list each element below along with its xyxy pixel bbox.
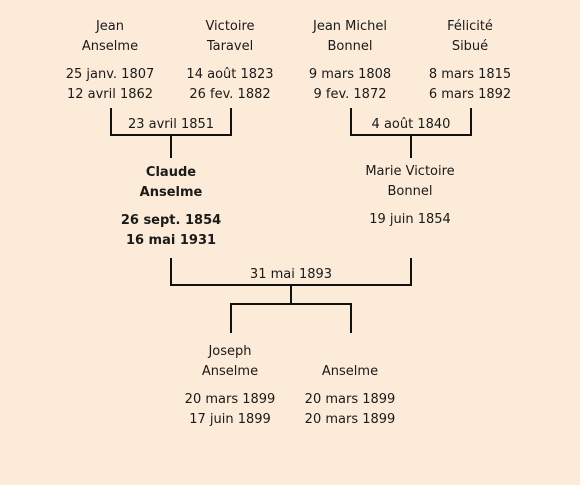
last-name: Bonnel xyxy=(387,184,433,199)
death-date: 6 mars 1892 xyxy=(428,87,512,102)
bracket-left-leg xyxy=(350,108,352,136)
bracket-right-leg xyxy=(410,258,412,286)
first-name: Marie Victoire xyxy=(365,164,455,179)
last-name: Sibué xyxy=(451,39,489,54)
bracket-descent xyxy=(290,286,292,304)
person-jean-michel-bonnel[interactable]: Jean Michel Bonnel 9 mars 1808 9 fev. 18… xyxy=(285,17,415,105)
birth-date: 26 sept. 1854 xyxy=(120,213,222,228)
birth-date: 8 mars 1815 xyxy=(428,67,512,82)
death-date: 17 juin 1899 xyxy=(189,412,271,427)
first-name: Félicité xyxy=(447,19,493,34)
person-felicite-sibue[interactable]: Félicité Sibué 8 mars 1815 6 mars 1892 xyxy=(405,17,535,105)
death-date: 16 mai 1931 xyxy=(125,233,217,248)
birth-date: 20 mars 1899 xyxy=(304,392,396,407)
bracket-bar xyxy=(110,134,232,136)
last-name: Taravel xyxy=(206,39,254,54)
bracket-left-leg xyxy=(170,258,172,286)
marriage-date-anselme-taravel: 23 avril 1851 xyxy=(127,117,215,132)
person-victoire-taravel[interactable]: Victoire Taravel 14 août 1823 26 fev. 18… xyxy=(165,17,295,105)
last-name: Anselme xyxy=(321,364,379,379)
child-drop-right xyxy=(350,303,352,333)
last-name: Anselme xyxy=(139,185,203,200)
birth-date: 19 juin 1854 xyxy=(369,212,451,227)
first-name: Joseph xyxy=(208,344,252,359)
birth-date: 9 mars 1808 xyxy=(308,67,392,82)
death-date: 12 avril 1862 xyxy=(66,87,154,102)
death-date: 20 mars 1899 xyxy=(304,412,396,427)
birth-date: 25 janv. 1807 xyxy=(65,67,155,82)
bracket-left-leg xyxy=(110,108,112,136)
bracket-right-leg xyxy=(470,108,472,136)
person-claude-anselme[interactable]: Claude Anselme 26 sept. 1854 16 mai 1931 xyxy=(106,163,236,251)
marriage-date-claude-marie: 31 mai 1893 xyxy=(249,267,333,282)
children-bar xyxy=(230,303,352,305)
person-anselme-child[interactable]: Anselme 20 mars 1899 20 mars 1899 xyxy=(285,362,415,430)
person-jean-anselme[interactable]: Jean Anselme 25 janv. 1807 12 avril 1862 xyxy=(45,17,175,105)
first-name: Claude xyxy=(145,165,197,180)
last-name: Anselme xyxy=(81,39,139,54)
bracket-bar xyxy=(170,284,412,286)
child-drop-left xyxy=(230,303,232,333)
death-date: 9 fev. 1872 xyxy=(313,87,387,102)
last-name: Bonnel xyxy=(327,39,373,54)
person-joseph-anselme[interactable]: Joseph Anselme 20 mars 1899 17 juin 1899 xyxy=(165,342,295,430)
birth-date: 14 août 1823 xyxy=(186,67,274,82)
person-marie-victoire-bonnel[interactable]: Marie Victoire Bonnel 19 juin 1854 xyxy=(345,162,475,230)
first-name: Victoire xyxy=(205,19,255,34)
bracket-bar xyxy=(350,134,472,136)
last-name: Anselme xyxy=(201,364,259,379)
first-name: Jean Michel xyxy=(313,19,387,34)
bracket-descent xyxy=(410,136,412,158)
bracket-right-leg xyxy=(230,108,232,136)
marriage-date-bonnel-sibue: 4 août 1840 xyxy=(371,117,451,132)
first-name: Jean xyxy=(95,19,125,34)
birth-date: 20 mars 1899 xyxy=(184,392,276,407)
bracket-descent xyxy=(170,136,172,158)
death-date: 26 fev. 1882 xyxy=(189,87,271,102)
